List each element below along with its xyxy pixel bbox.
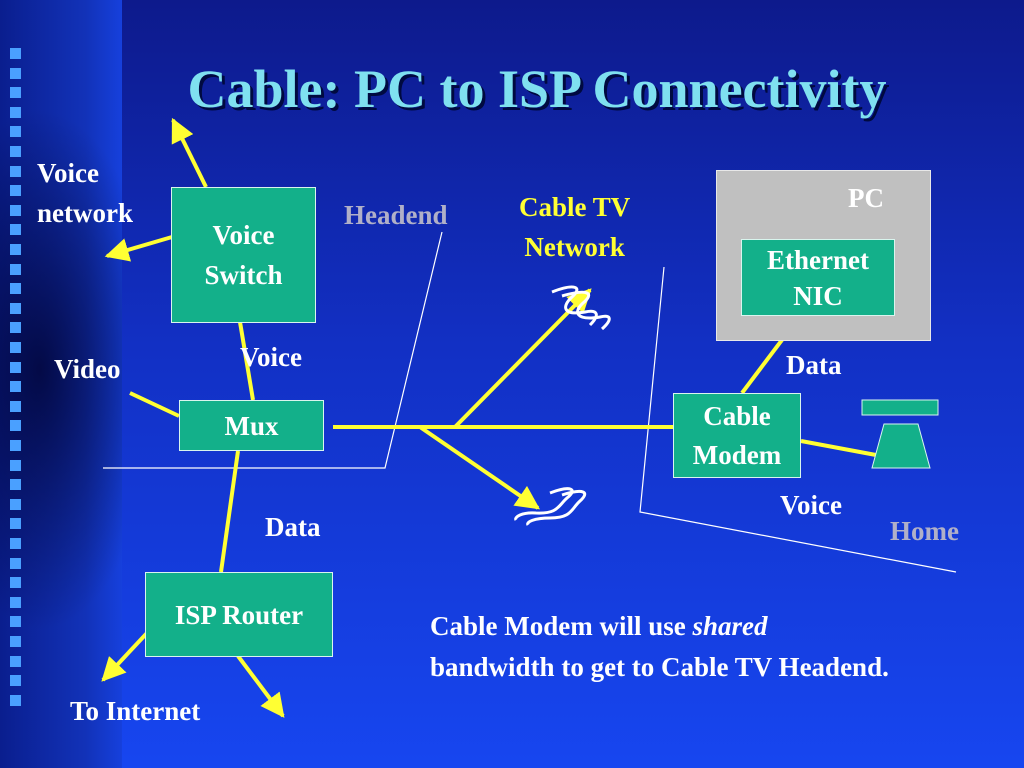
home-label: Home: [890, 516, 959, 546]
ethernet-nic-line2: NIC: [793, 280, 843, 311]
telephone-icon: [861, 399, 939, 469]
cable-modem-line2: Modem: [692, 439, 782, 470]
strip-square: [10, 381, 21, 393]
home-boundary-line: [639, 266, 957, 573]
data-isp-label: Data: [265, 512, 321, 542]
strip-square: [10, 185, 21, 197]
strip-square: [10, 616, 21, 628]
connector-switch-to-voice-network-left: [104, 235, 173, 262]
voice-switch-box: Voice Switch: [171, 187, 316, 323]
strip-square: [10, 400, 21, 412]
strip-square: [10, 87, 21, 99]
connector-cable-network-down: [418, 425, 540, 510]
voice-mux-label: Voice: [240, 342, 302, 372]
strip-square: [10, 48, 21, 59]
connector-cable-network-up: [453, 288, 592, 429]
strip-square: [10, 675, 21, 687]
connector-router-to-internet-left: [101, 631, 149, 682]
strip-square: [10, 322, 21, 334]
strip-square: [10, 106, 21, 118]
connector-mux-to-router: [219, 450, 240, 573]
strip-square: [10, 694, 21, 706]
strip-square: [10, 459, 21, 471]
headend-boundary-line: [103, 231, 443, 469]
cable-tv-network-label-line1: Cable TV: [519, 192, 631, 222]
strip-square: [10, 165, 21, 177]
strip-square: [10, 342, 21, 353]
strip-square: [10, 440, 21, 451]
connector-switch-to-voice-network: [171, 117, 208, 188]
strip-square: [10, 244, 21, 255]
voice-home-label: Voice: [780, 490, 842, 520]
ethernet-nic-box: Ethernet NIC: [741, 239, 895, 316]
voice-switch-line1: Voice: [212, 220, 275, 250]
mux-box: Mux: [179, 400, 324, 451]
strip-square: [10, 518, 21, 530]
shared-bandwidth-note: Cable Modem will use shared bandwidth to…: [430, 606, 890, 688]
voice-network-label-line1: Voice: [37, 158, 99, 188]
connector-video-to-mux: [129, 391, 180, 418]
connector-switch-to-mux: [238, 321, 255, 401]
strip-square: [10, 538, 21, 549]
strip-square: [10, 577, 21, 589]
to-internet-label: To Internet: [70, 696, 201, 726]
strip-square: [10, 557, 21, 569]
voice-network-label: Voice network: [37, 158, 133, 229]
note-text-before: Cable Modem will use: [430, 611, 693, 641]
voice-switch-line2: Switch: [204, 260, 283, 290]
strip-square: [10, 126, 21, 138]
headend-label: Headend: [344, 200, 448, 230]
strip-square: [10, 655, 21, 667]
network-squiggle-lower: [514, 487, 586, 526]
strip-square: [10, 361, 21, 373]
strip-square: [10, 263, 21, 275]
pc-label: PC: [848, 183, 884, 213]
strip-square: [10, 67, 21, 79]
video-label: Video: [54, 354, 121, 384]
strip-square: [10, 204, 21, 216]
cable-tv-network-label-line2: Network: [524, 232, 625, 262]
page-title: Cable: PC to ISP Connectivity: [187, 59, 887, 119]
note-text-emphasis: shared: [692, 611, 768, 641]
cable-tv-network-label: Cable TV Network: [519, 192, 630, 263]
isp-router-box: ISP Router: [145, 572, 333, 657]
voice-network-label-line2: network: [37, 198, 133, 228]
connector-modem-to-phone: [800, 439, 877, 457]
strip-square: [10, 498, 21, 510]
strip-square: [10, 636, 21, 647]
data-pc-label: Data: [786, 350, 842, 380]
cable-modem-line1: Cable: [703, 400, 771, 431]
strip-square: [10, 283, 21, 295]
strip-square: [10, 420, 21, 432]
strip-square: [10, 479, 21, 491]
connector-router-to-internet-right: [236, 654, 285, 718]
cable-modem-box: Cable Modem: [673, 393, 801, 478]
strip-square: [10, 146, 21, 157]
note-text-after: bandwidth to get to Cable TV Headend.: [430, 652, 889, 682]
network-squiggle-upper: [551, 285, 611, 331]
strip-square: [10, 302, 21, 314]
ethernet-nic-line1: Ethernet: [767, 244, 869, 275]
decorative-side-strip: [0, 0, 122, 768]
strip-square: [10, 224, 21, 236]
strip-square: [10, 596, 21, 608]
